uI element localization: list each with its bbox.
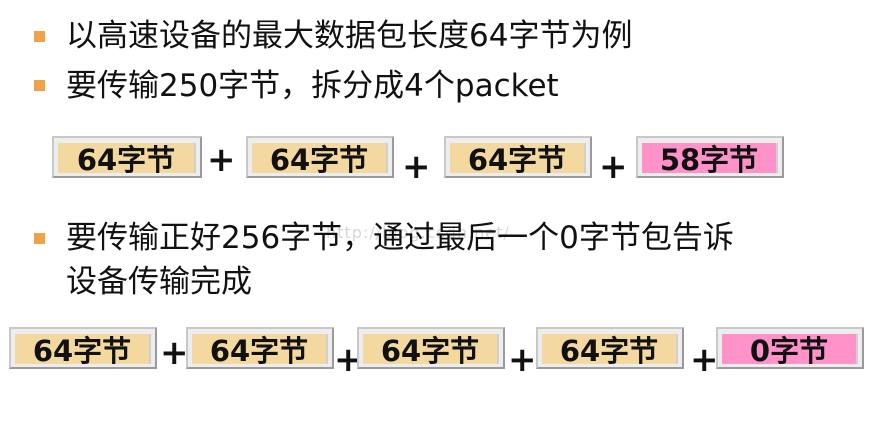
bullet-text-3: 要传输正好256字节，通过最后一个0字节包告诉 (66, 220, 734, 256)
bullet-text-1: 以高速设备的最大数据包长度64字节为例 (66, 18, 633, 54)
watermark: http://blog.csdn.net/ (326, 223, 510, 242)
bullet-marker-2 (34, 80, 45, 91)
packet-label: 64字节 (192, 334, 328, 368)
plus-sign: + (508, 340, 537, 380)
packet-label: 64字节 (363, 334, 499, 368)
bullet-marker-1 (34, 31, 45, 42)
packet-label: 64字节 (252, 143, 388, 177)
packet-label: 0字节 (722, 334, 858, 368)
packet-1: 64字节 (9, 327, 157, 369)
packet-2: 64字节 (246, 136, 394, 178)
bullet-text-2: 要传输250字节，拆分成4个packet (66, 68, 559, 104)
packet-label: 64字节 (15, 334, 151, 368)
packet-3: 64字节 (357, 327, 505, 369)
packet-label: 64字节 (58, 143, 196, 177)
packet-5-last: 0字节 (716, 327, 864, 369)
packet-2: 64字节 (186, 327, 334, 369)
plus-sign: + (599, 147, 628, 187)
packet-1: 64字节 (52, 136, 202, 178)
plus-sign: + (207, 140, 236, 180)
packet-label: 58字节 (642, 143, 778, 177)
bullet-marker-3 (34, 233, 45, 244)
packet-4-last: 58字节 (636, 136, 784, 178)
packet-label: 64字节 (542, 334, 678, 368)
plus-sign: + (402, 147, 431, 187)
packet-label: 64字节 (450, 143, 586, 177)
bullet-text-3-continued: 设备传输完成 (66, 264, 252, 300)
plus-sign: + (690, 340, 719, 380)
packet-3: 64字节 (444, 136, 592, 178)
packet-4: 64字节 (536, 327, 684, 369)
plus-sign: + (160, 333, 189, 373)
